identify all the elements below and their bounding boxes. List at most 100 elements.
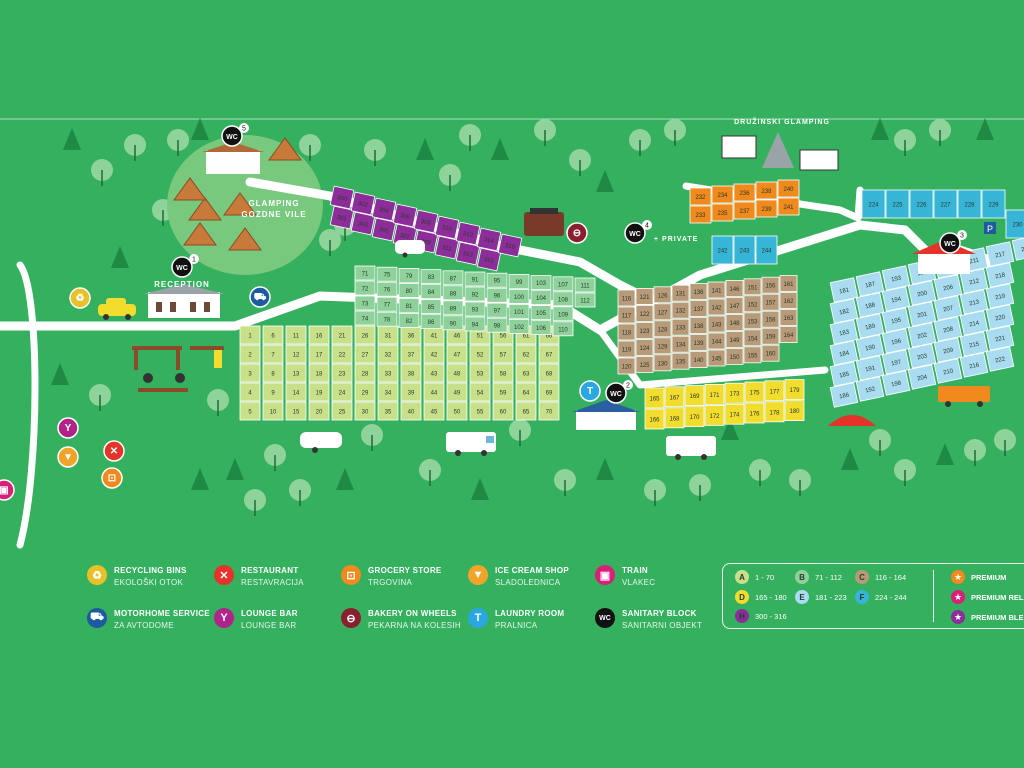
plot-91[interactable]: 91: [464, 271, 486, 287]
plot-241[interactable]: 241: [777, 197, 800, 216]
plot-181[interactable]: 181: [829, 277, 859, 303]
plot-228[interactable]: 228: [957, 189, 982, 219]
plot-23[interactable]: 23: [331, 363, 353, 383]
plot-135[interactable]: 135: [671, 352, 690, 370]
plot-101[interactable]: 101: [508, 303, 530, 319]
plot-150[interactable]: 150: [725, 347, 744, 365]
plot-206[interactable]: 206: [933, 274, 963, 300]
plot-100[interactable]: 100: [508, 288, 530, 304]
plot-25[interactable]: 25: [331, 401, 353, 421]
plot-186[interactable]: 186: [829, 382, 859, 408]
plot-223[interactable]: 223: [1011, 235, 1024, 261]
plot-38[interactable]: 38: [400, 363, 422, 383]
plot-109[interactable]: 109: [552, 306, 574, 322]
plot-52[interactable]: 52: [469, 344, 491, 364]
plot-72[interactable]: 72: [354, 280, 376, 296]
plot-224[interactable]: 224: [861, 189, 886, 219]
plot-103[interactable]: 103: [530, 275, 552, 291]
plot-126[interactable]: 126: [653, 286, 672, 304]
plot-63[interactable]: 63: [515, 363, 537, 383]
plot-96[interactable]: 96: [486, 287, 508, 303]
plot-171[interactable]: 171: [704, 383, 725, 405]
plot-138[interactable]: 138: [689, 317, 708, 335]
plot-310[interactable]: 310: [434, 215, 460, 240]
plot-21[interactable]: 21: [331, 325, 353, 345]
plot-44[interactable]: 44: [423, 382, 445, 402]
plot-59[interactable]: 59: [492, 382, 514, 402]
plot-24[interactable]: 24: [331, 382, 353, 402]
plot-15[interactable]: 15: [285, 401, 307, 421]
plot-77[interactable]: 77: [376, 296, 398, 312]
plot-87[interactable]: 87: [442, 270, 464, 286]
plot-184[interactable]: 184: [829, 340, 859, 366]
plot-305[interactable]: 305: [371, 217, 397, 242]
plot-212[interactable]: 212: [959, 268, 989, 294]
plot-11[interactable]: 11: [285, 325, 307, 345]
plot-110[interactable]: 110: [552, 321, 574, 337]
plot-36[interactable]: 36: [400, 325, 422, 345]
plot-8[interactable]: 8: [262, 363, 284, 383]
plot-188[interactable]: 188: [855, 292, 885, 318]
plot-4[interactable]: 4: [239, 382, 261, 402]
plot-217[interactable]: 217: [985, 241, 1015, 267]
plot-95[interactable]: 95: [486, 272, 508, 288]
plot-210[interactable]: 210: [933, 358, 963, 384]
grocery-map-icon[interactable]: ⊡: [101, 467, 123, 489]
plot-80[interactable]: 80: [398, 282, 420, 298]
plot-33[interactable]: 33: [377, 363, 399, 383]
plot-219[interactable]: 219: [985, 283, 1015, 309]
plot-225[interactable]: 225: [885, 189, 910, 219]
plot-301[interactable]: 301: [329, 205, 355, 230]
plot-147[interactable]: 147: [725, 296, 744, 314]
plot-243[interactable]: 243: [733, 235, 756, 265]
plot-164[interactable]: 164: [779, 326, 798, 344]
plot-124[interactable]: 124: [635, 338, 654, 356]
plot-121[interactable]: 121: [635, 287, 654, 305]
plot-60[interactable]: 60: [492, 401, 514, 421]
plot-122[interactable]: 122: [635, 304, 654, 322]
plot-64[interactable]: 64: [515, 382, 537, 402]
plot-179[interactable]: 179: [784, 379, 805, 401]
train-map-icon[interactable]: ▣: [0, 479, 15, 501]
plot-170[interactable]: 170: [684, 406, 705, 428]
plot-149[interactable]: 149: [725, 330, 744, 348]
plot-306[interactable]: 306: [392, 203, 418, 228]
plot-152[interactable]: 152: [743, 295, 762, 313]
plot-143[interactable]: 143: [707, 315, 726, 333]
plot-192[interactable]: 192: [855, 376, 885, 402]
plot-240[interactable]: 240: [777, 179, 800, 198]
plot-190[interactable]: 190: [855, 334, 885, 360]
plot-116[interactable]: 116: [617, 289, 636, 307]
plot-139[interactable]: 139: [689, 334, 708, 352]
plot-185[interactable]: 185: [829, 361, 859, 387]
plot-35[interactable]: 35: [377, 401, 399, 421]
plot-237[interactable]: 237: [733, 201, 756, 220]
plot-178[interactable]: 178: [764, 401, 785, 423]
plot-75[interactable]: 75: [376, 266, 398, 282]
plot-303[interactable]: 303: [350, 211, 376, 236]
plot-26[interactable]: 26: [354, 325, 376, 345]
plot-5[interactable]: 5: [239, 401, 261, 421]
plot-229[interactable]: 229: [981, 189, 1006, 219]
plot-187[interactable]: 187: [855, 271, 885, 297]
wc-marker-3[interactable]: WC: [939, 232, 961, 254]
plot-10[interactable]: 10: [262, 401, 284, 421]
plot-90[interactable]: 90: [442, 315, 464, 331]
plot-50[interactable]: 50: [446, 401, 468, 421]
plot-167[interactable]: 167: [664, 386, 685, 408]
laundry-map-icon[interactable]: T: [579, 380, 601, 402]
plot-134[interactable]: 134: [671, 335, 690, 353]
plot-300[interactable]: 300: [329, 185, 355, 210]
plot-207[interactable]: 207: [933, 295, 963, 321]
plot-191[interactable]: 191: [855, 355, 885, 381]
plot-32[interactable]: 32: [377, 344, 399, 364]
plot-209[interactable]: 209: [933, 337, 963, 363]
plot-311[interactable]: 311: [434, 235, 460, 260]
plot-105[interactable]: 105: [530, 305, 552, 321]
plot-16[interactable]: 16: [308, 325, 330, 345]
plot-45[interactable]: 45: [423, 401, 445, 421]
plot-133[interactable]: 133: [671, 318, 690, 336]
plot-230[interactable]: 230: [1005, 209, 1024, 239]
plot-98[interactable]: 98: [486, 317, 508, 333]
plot-69[interactable]: 69: [538, 382, 560, 402]
